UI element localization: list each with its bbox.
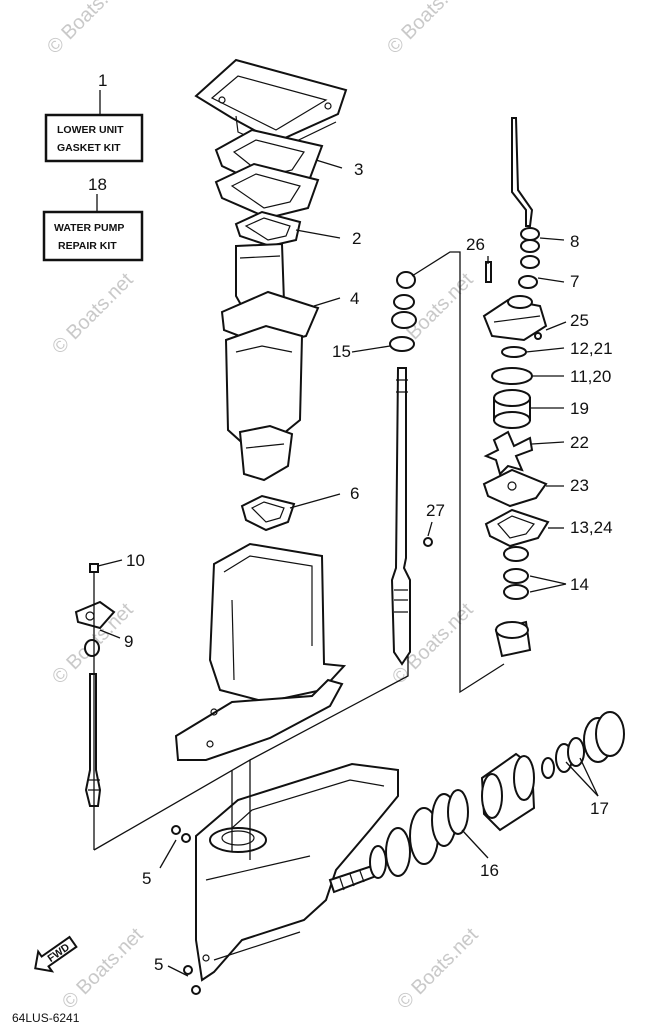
drive-shaft — [389, 271, 417, 666]
dowel-25 — [534, 332, 542, 340]
leader-lines — [97, 159, 599, 977]
kit-lower-unit-gasket: 1 LOWER UNIT GASKET KIT — [44, 71, 144, 163]
washer-5a — [181, 833, 191, 843]
callout-4: 4 — [350, 289, 359, 308]
callout-9: 9 — [124, 632, 133, 651]
callout-17: 17 — [590, 799, 609, 818]
callout-25: 25 — [570, 311, 589, 330]
watermark-1: © Boats.net — [43, 0, 133, 59]
callout-7: 7 — [570, 272, 579, 291]
kit-18-line2: REPAIR KIT — [58, 240, 117, 252]
upper-mount-plate — [194, 58, 348, 151]
o-ring-15 — [389, 336, 415, 352]
callout-16: 16 — [480, 861, 499, 880]
watermark-8: © Boats.net — [393, 924, 483, 1014]
fwd-arrow: FWD — [34, 935, 78, 973]
gasket-2 — [234, 210, 302, 248]
assembly-lines — [93, 251, 505, 860]
watermark-7: © Boats.net — [58, 924, 148, 1014]
kit-1-line1: LOWER UNIT — [57, 124, 124, 136]
callout-15: 15 — [332, 342, 351, 361]
callout-2: 2 — [352, 229, 361, 248]
callout-8: 8 — [570, 232, 579, 251]
callout-26: 26 — [466, 235, 485, 254]
callout-18: 18 — [88, 175, 107, 194]
gear-case — [195, 762, 399, 982]
callout-6: 6 — [350, 484, 359, 503]
bolt-5b — [183, 965, 193, 975]
washer-5b — [191, 985, 201, 995]
upper-casing — [220, 242, 320, 482]
callout-11-20: 11,20 — [570, 367, 611, 386]
gear-stack-16 — [369, 789, 469, 879]
gasket-6 — [240, 494, 296, 532]
kit-18-line1: WATER PUMP — [54, 222, 124, 234]
spacer-plate — [214, 162, 320, 220]
callout-27: 27 — [426, 501, 445, 520]
callout-1: 1 — [98, 71, 107, 90]
kit-water-pump-repair: 18 WATER PUMP REPAIR KIT — [42, 175, 144, 262]
callout-3: 3 — [354, 160, 363, 179]
callout-14: 14 — [570, 575, 589, 594]
pin-27 — [423, 537, 433, 547]
kit-box-1 — [44, 113, 144, 163]
kit-1-line2: GASKET KIT — [57, 142, 121, 154]
callout-5b: 5 — [154, 955, 163, 974]
watermark-3: © Boats.net — [48, 269, 138, 359]
shift-rod — [74, 563, 116, 807]
water-pump-assembly — [482, 117, 550, 658]
callout-22: 22 — [570, 433, 589, 452]
diagram-code: 64LUS-6241 — [12, 1011, 80, 1025]
callout-10: 10 — [126, 551, 145, 570]
exhaust-housing — [174, 542, 347, 761]
callout-13-24: 13,24 — [570, 518, 613, 537]
callouts: 2 3 4 6 15 26 8 7 25 12,21 11,20 19 22 2… — [124, 160, 613, 974]
callout-19: 19 — [570, 399, 589, 418]
bolt-5a — [171, 825, 181, 835]
callout-23: 23 — [570, 476, 589, 495]
callout-12-21: 12,21 — [570, 339, 613, 358]
callout-5a: 5 — [142, 869, 151, 888]
watermark-2: © Boats.net — [383, 0, 473, 59]
kit-box-18 — [42, 210, 144, 262]
